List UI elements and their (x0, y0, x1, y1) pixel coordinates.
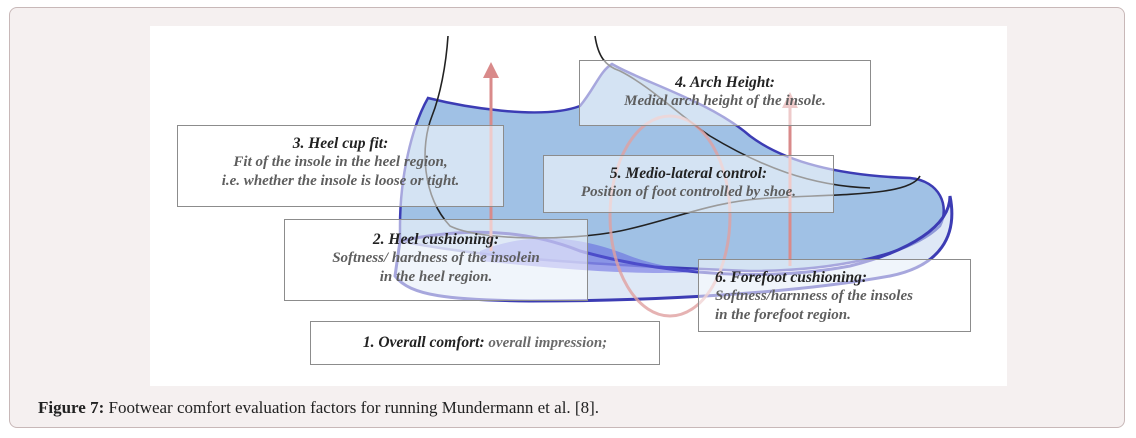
factor-description: in the heel region. (379, 269, 493, 286)
factor-description: Fit of the insole in the heel region, (233, 154, 448, 171)
factor-title: 6. Forefoot cushioning: (715, 269, 868, 286)
factor-description: Position of foot controlled by shoe. (581, 184, 796, 201)
heel-fit-arrowhead (483, 62, 499, 78)
factor-box-heel-cushioning: 2. Heel cushioning: Softness/ hardness o… (284, 219, 588, 301)
factor-description: Softness/ hardness of the insolein (332, 250, 540, 267)
factor-description: Medial arch height of the insole. (624, 93, 826, 110)
figure-caption: Figure 7: Footwear comfort evaluation fa… (38, 398, 599, 418)
factor-description: i.e. whether the insole is loose or tigh… (221, 173, 460, 190)
factor-description: Softness/harnness of the insoles (715, 288, 913, 305)
factor-description: overall impression; (484, 335, 608, 351)
factor-box-medio-lateral: 5. Medio-lateral control: Position of fo… (543, 155, 834, 213)
factor-box-forefoot-cushioning: 6. Forefoot cushioning: Softness/harnnes… (698, 259, 971, 332)
factor-title: 5. Medio-lateral control: (609, 165, 768, 182)
figure-frame: 3. Heel cup fit: Fit of the insole in th… (9, 7, 1125, 428)
factor-description: in the forefoot region. (715, 307, 851, 324)
factor-box-overall-comfort: 1. Overall comfort: overall impression; (310, 321, 660, 365)
factor-title: 2. Heel cushioning: (372, 231, 500, 248)
caption-label: Figure 7: (38, 398, 105, 417)
factor-title: 3. Heel cup fit: (292, 135, 389, 152)
factor-box-arch-height: 4. Arch Height: Medial arch height of th… (579, 60, 871, 126)
factor-title: 1. Overall comfort: (362, 334, 485, 351)
factor-title: 4. Arch Height: (675, 74, 775, 91)
factor-box-heel-cup-fit: 3. Heel cup fit: Fit of the insole in th… (177, 125, 504, 207)
caption-text: Footwear comfort evaluation factors for … (104, 398, 600, 417)
